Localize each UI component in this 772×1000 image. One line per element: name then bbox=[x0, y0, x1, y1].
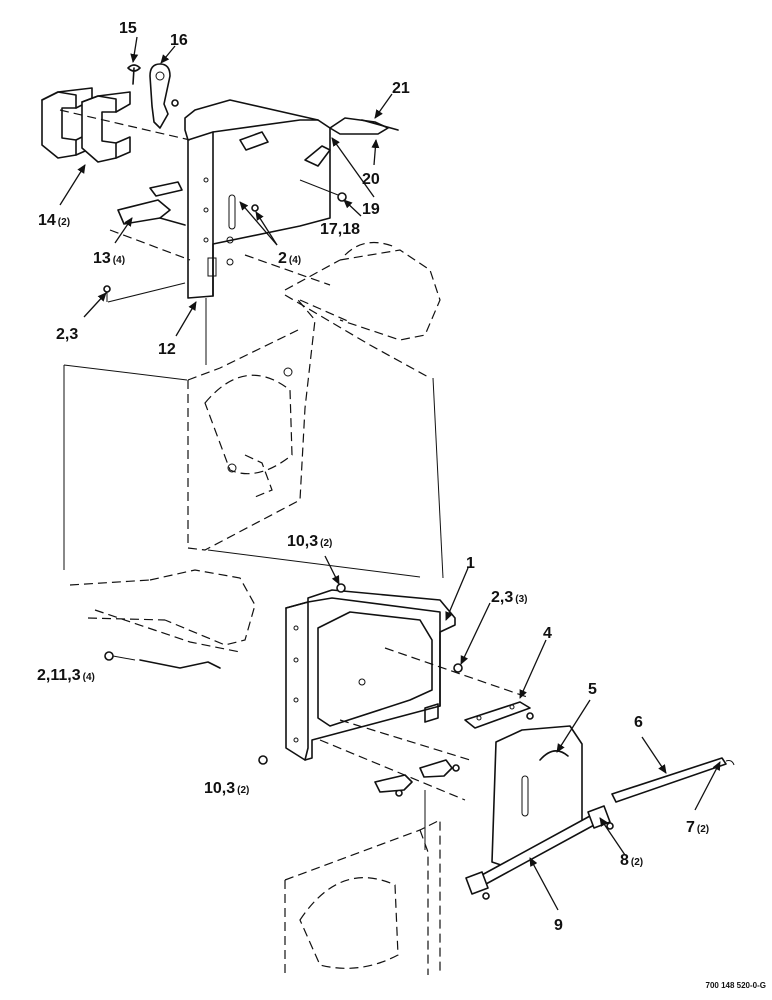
callout-10-3-lower: 10,3(2) bbox=[204, 780, 249, 797]
drawing-number: 700 148 520-0-G bbox=[706, 981, 767, 990]
callout-4: 4 bbox=[543, 625, 552, 642]
lower-auger-phantom bbox=[69, 569, 256, 653]
callout-12: 12 bbox=[158, 341, 176, 358]
callout-15: 15 bbox=[119, 20, 137, 37]
callout-20: 20 bbox=[362, 171, 380, 188]
callout-19: 19 bbox=[362, 201, 380, 218]
callout-17-18: 17,18 bbox=[320, 221, 360, 238]
callout-5: 5 bbox=[588, 681, 597, 698]
hinge-links bbox=[319, 719, 471, 801]
callout-16: 16 bbox=[170, 32, 188, 49]
lower-side-sheet-phantom bbox=[284, 790, 441, 975]
callout-1: 1 bbox=[466, 555, 475, 572]
frame-1 bbox=[285, 589, 456, 761]
callout-2-3-qty3: 2,3(3) bbox=[491, 589, 527, 606]
callout-21: 21 bbox=[392, 80, 410, 97]
upper-hardware bbox=[103, 99, 259, 302]
latch-lever-16 bbox=[149, 63, 171, 129]
bracket-19-20-21 bbox=[329, 117, 399, 135]
upper-plate-12 bbox=[184, 99, 331, 299]
leader-lines bbox=[59, 36, 721, 911]
callout-6: 6 bbox=[634, 714, 643, 731]
hardware-17-18 bbox=[299, 179, 347, 202]
upper-side-sheet-phantom bbox=[187, 299, 316, 551]
callout-10-3-upper: 10,3(2) bbox=[287, 533, 332, 550]
rod-6 bbox=[611, 757, 735, 803]
lower-hardware bbox=[104, 583, 614, 900]
callout-labels: 15 16 21 20 19 17,18 14(2) 13(4) 2(4) 2,… bbox=[37, 20, 709, 934]
callout-7: 7(2) bbox=[686, 819, 709, 836]
callout-13: 13(4) bbox=[93, 250, 125, 267]
latch-bracket-13 bbox=[117, 181, 186, 226]
clip-pin-15 bbox=[127, 64, 141, 85]
callout-8: 8(2) bbox=[620, 852, 643, 869]
callout-2-3-upper: 2,3 bbox=[56, 326, 78, 343]
upper-auger-phantom bbox=[284, 241, 441, 379]
callout-9: 9 bbox=[554, 917, 563, 934]
bracket-clips-14 bbox=[41, 87, 131, 163]
callout-14: 14(2) bbox=[38, 212, 70, 229]
assembly-lines bbox=[59, 109, 444, 579]
strap-4 bbox=[384, 647, 531, 729]
callout-2-11-3: 2,11,3(4) bbox=[37, 667, 95, 684]
callout-2-qty4: 2(4) bbox=[278, 250, 301, 267]
